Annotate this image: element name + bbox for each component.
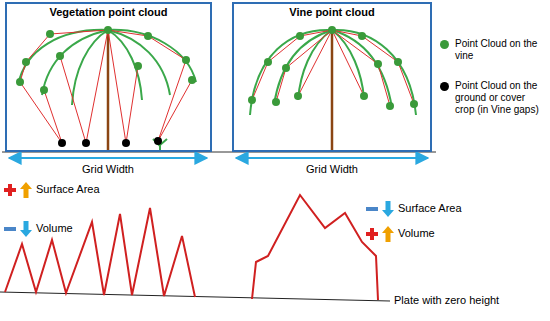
- left-vine-trunk: [108, 30, 109, 150]
- vine-point: [282, 64, 290, 72]
- vine-point: [358, 32, 366, 40]
- right-vine-trunk: [331, 30, 334, 150]
- vine-point: [56, 52, 64, 60]
- ground-point: [58, 139, 66, 147]
- left-vine-canes: [18, 30, 108, 85]
- vine-point: [394, 58, 402, 66]
- legend-entry: Point Cloud on the ground or cover crop …: [440, 80, 544, 116]
- grid-width-arrow: [236, 157, 428, 159]
- vine-point: [248, 26, 418, 110]
- vine-point: [386, 102, 394, 110]
- right-vine-canes: [274, 30, 332, 105]
- right-mesh-lines: [276, 30, 390, 106]
- metric-label: Surface Area: [36, 183, 100, 196]
- right-mesh-lines: [252, 30, 414, 106]
- metric-label: Volume: [398, 227, 435, 240]
- metric-label: Volume: [36, 222, 73, 235]
- vine-point: [296, 32, 304, 40]
- vine-point: [360, 92, 368, 100]
- vine-point: [144, 32, 152, 40]
- down-arrow-icon: [20, 221, 32, 237]
- vine-point: [410, 100, 418, 108]
- left-mesh-lines: [60, 30, 138, 143]
- dimension-label: Grid Width: [306, 163, 358, 176]
- up-arrow-icon: [20, 182, 394, 242]
- plus-icon: [8, 184, 12, 196]
- ground-point: [58, 137, 162, 147]
- metric-label: Surface Area: [398, 202, 462, 215]
- vine-point: [134, 62, 142, 70]
- left-mesh-lines: [50, 30, 108, 34]
- grid-width-arrow: [9, 157, 207, 159]
- legend-text: Point Cloud on the ground or cover crop …: [455, 80, 544, 116]
- left-mesh-lines: [108, 30, 148, 36]
- left-mesh-lines: [20, 34, 62, 143]
- minus-icon: [366, 207, 378, 211]
- down-arrow-icon: [382, 201, 394, 217]
- vine-point: [272, 98, 280, 106]
- vine-point: [104, 26, 112, 34]
- point-cloud-panel: Vegetation point cloud: [5, 2, 212, 152]
- vine-point: [328, 26, 336, 34]
- up-arrow-icon: [20, 182, 32, 198]
- plus-icon: [370, 228, 374, 240]
- legend-entry: Point Cloud on the vine: [440, 38, 544, 62]
- vine-point: [264, 58, 272, 66]
- panel-title: Vine point cloud: [234, 6, 430, 18]
- point-cloud-panel: Vine point cloud: [232, 2, 432, 152]
- vegetation-profile: [5, 208, 195, 297]
- vegetation-profile: [5, 208, 195, 297]
- ground-point: [82, 139, 90, 147]
- vine-point: [294, 92, 302, 100]
- ground-point: [154, 137, 162, 145]
- panel-title: Vegetation point cloud: [7, 6, 210, 18]
- right-vine-canes: [332, 30, 416, 115]
- vine-point: [40, 86, 48, 94]
- vine-point: [374, 60, 382, 68]
- plus-icon: [4, 184, 378, 240]
- grid-width-arrow: [9, 157, 428, 159]
- vine-point: [188, 76, 196, 84]
- up-arrow-icon: [382, 226, 394, 242]
- vine-point: [16, 78, 24, 86]
- vine-point: [16, 26, 196, 94]
- legend-swatch: [440, 40, 449, 49]
- legend-swatch: [440, 82, 449, 91]
- right-vine-canes: [332, 30, 392, 108]
- dimension-label: Grid Width: [82, 163, 134, 176]
- left-vine-trunk: [107, 30, 110, 150]
- left-mesh-lines: [148, 36, 192, 141]
- right-vine-trunk: [332, 30, 333, 150]
- vine-profile: [252, 195, 378, 300]
- legend-text: Point Cloud on the vine: [455, 38, 544, 62]
- vine-point: [182, 56, 190, 64]
- baseline-label: Plate with zero height: [394, 294, 499, 307]
- ground-point: [122, 139, 130, 147]
- right-vine-canes: [250, 30, 332, 115]
- vine-profile: [252, 195, 378, 300]
- left-vine-canes: [18, 30, 196, 105]
- right-mesh-lines: [298, 30, 364, 96]
- right-mesh-lines: [252, 30, 414, 104]
- right-vine-canes: [250, 30, 416, 115]
- vine-point: [248, 96, 256, 104]
- vine-point: [46, 30, 54, 38]
- left-mesh-lines: [20, 30, 192, 143]
- vine-point: [22, 58, 30, 66]
- minus-icon: [4, 227, 16, 231]
- left-vine-canes: [72, 30, 108, 105]
